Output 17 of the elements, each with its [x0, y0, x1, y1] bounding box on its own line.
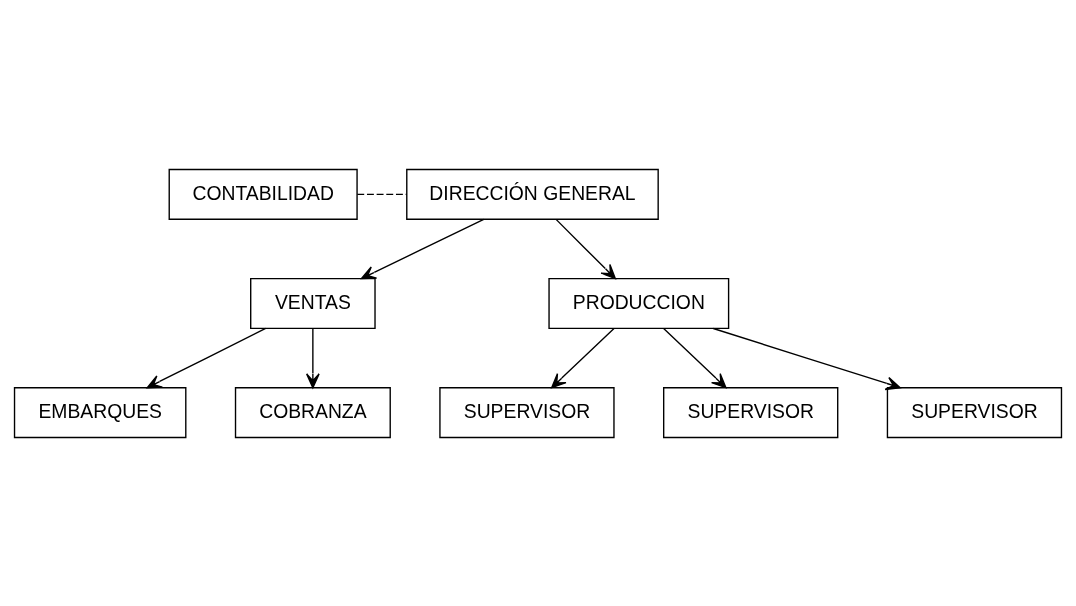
arrow [662, 327, 727, 388]
arrow [551, 327, 615, 388]
arrow [305, 327, 320, 388]
node-box: SUPERVISOR [663, 386, 839, 438]
arrow [555, 218, 616, 279]
node-box: COBRANZA [234, 386, 391, 438]
node-box: EMBARQUES [13, 386, 187, 438]
node-box: PRODUCCION [548, 277, 730, 329]
arrow [360, 218, 485, 279]
arrow [712, 327, 901, 390]
node-box: SUPERVISOR [439, 386, 615, 438]
node-box: DIRECCIÓN GENERAL [406, 168, 659, 220]
node-box: CONTABILIDAD [168, 168, 358, 220]
connector [356, 193, 408, 195]
node-box: SUPERVISOR [886, 386, 1063, 438]
node-box: VENTAS [250, 277, 376, 329]
arrow [146, 327, 267, 388]
